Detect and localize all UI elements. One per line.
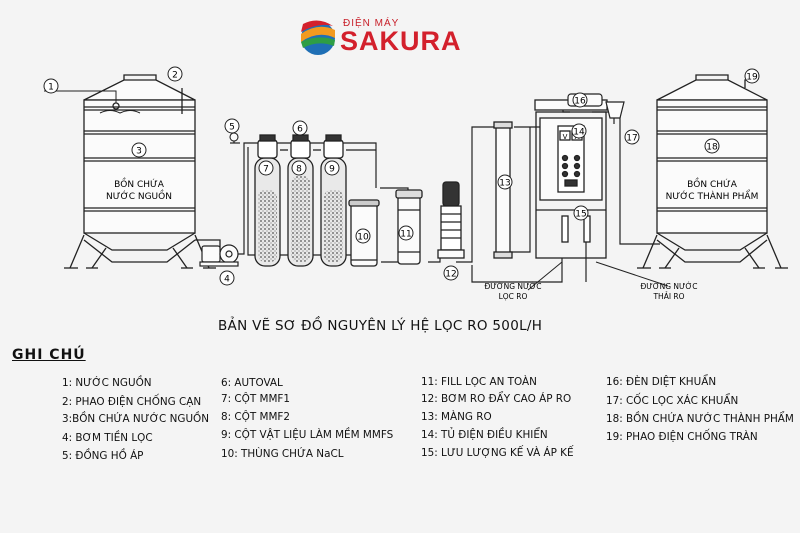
legend-item: 4: BƠM TIỀN LỌC bbox=[62, 432, 153, 444]
callout-7: 7 bbox=[258, 160, 274, 176]
callout-number: 8 bbox=[296, 165, 302, 175]
pressure-gauge-icon bbox=[229, 132, 239, 142]
legend-item: 6: AUTOVAL bbox=[221, 377, 283, 389]
callout-5: 5 bbox=[224, 118, 240, 134]
callout-number: 6 bbox=[297, 125, 303, 135]
callout-2: 2 bbox=[167, 66, 183, 82]
logo-globe-icon bbox=[301, 20, 335, 55]
callout-3: 3 bbox=[131, 142, 147, 158]
legend-item: 11: FILL LỌC AN TOÀN bbox=[421, 376, 537, 388]
callout-12: 12 bbox=[443, 265, 459, 281]
legend-item: 3:BỒN CHỨA NƯỚC NGUỒN bbox=[62, 413, 210, 425]
legend-item: 2: PHAO ĐIỆN CHỐNG CẠN bbox=[62, 396, 202, 408]
ro-membrane bbox=[493, 121, 513, 259]
source-water-tank bbox=[44, 74, 221, 269]
callout-number: 12 bbox=[445, 270, 456, 280]
callout-number: 17 bbox=[626, 134, 637, 144]
flow-label-waste-2: THẢI RO bbox=[652, 292, 684, 301]
brand-small-text: ĐIỆN MÁY bbox=[343, 18, 400, 29]
callout-number: 1 bbox=[48, 83, 54, 93]
diagram-title: BẢN VẼ SƠ ĐỒ NGUYÊN LÝ HỆ LỌC RO 500L/H bbox=[218, 318, 543, 334]
callout-16: 16 bbox=[572, 92, 588, 108]
legend-item: 1: NƯỚC NGUỒN bbox=[62, 377, 152, 389]
product-tank-label-line2: NƯỚC THÀNH PHẨM bbox=[666, 189, 759, 202]
callout-number: 19 bbox=[746, 73, 758, 83]
callout-number: 9 bbox=[329, 165, 335, 175]
callout-14: 14 bbox=[571, 123, 587, 139]
product-tank-label-line1: BỒN CHỨA bbox=[687, 177, 738, 190]
callout-9: 9 bbox=[324, 160, 340, 176]
callout-number: 11 bbox=[400, 230, 411, 240]
callout-13: 13 bbox=[497, 174, 513, 190]
legend-item: 13: MÀNG RO bbox=[421, 411, 492, 423]
callout-number: 4 bbox=[224, 275, 230, 285]
callout-number: 14 bbox=[573, 128, 585, 138]
callout-1: 1 bbox=[43, 78, 59, 94]
flow-leader-lines bbox=[527, 261, 669, 291]
callout-4: 4 bbox=[219, 270, 235, 286]
legend-item: 17: CỐC LỌC XÁC KHUẨN bbox=[606, 395, 739, 407]
callout-number: 18 bbox=[706, 143, 718, 153]
brand-name: SAKURA bbox=[340, 26, 462, 56]
legend-heading: GHI CHÚ bbox=[12, 347, 86, 363]
callout-number: 13 bbox=[499, 179, 510, 189]
callout-6: 6 bbox=[292, 120, 308, 136]
callout-10: 10 bbox=[355, 228, 371, 244]
legend-item: 15: LƯU LƯỢNG KẾ VÀ ÁP KẾ bbox=[421, 447, 574, 459]
legend-item: 5: ĐỒNG HỒ ÁP bbox=[62, 450, 144, 462]
callout-number: 7 bbox=[263, 165, 269, 175]
flow-label-waste-1: ĐƯỜNG NƯỚC bbox=[640, 282, 697, 291]
source-tank-label-line2: NƯỚC NGUỒN bbox=[106, 189, 172, 202]
callout-number: 3 bbox=[136, 147, 142, 157]
flow-label-filtered-1: ĐƯỜNG NƯỚC bbox=[484, 282, 541, 291]
callout-number: 15 bbox=[575, 210, 586, 220]
callout-18: 18 bbox=[704, 138, 720, 154]
prefilter-pump-icon bbox=[199, 244, 239, 267]
filter-columns bbox=[254, 134, 376, 267]
legend-item: 19: PHAO ĐIỆN CHỐNG TRÀN bbox=[606, 431, 758, 443]
bacteria-filter-cup bbox=[605, 101, 625, 119]
callout-8: 8 bbox=[291, 160, 307, 176]
callout-15: 15 bbox=[573, 205, 589, 221]
ro-high-pressure-pump bbox=[437, 181, 465, 259]
legend-item: 18: BỒN CHỨA NƯỚC THÀNH PHẨM bbox=[606, 413, 794, 425]
legend-item: 8: CỘT MMF2 bbox=[221, 411, 291, 423]
callout-19: 19 bbox=[744, 68, 760, 84]
callout-number: 16 bbox=[574, 97, 586, 107]
legend-item: 16: ĐÈN DIỆT KHUẨN bbox=[606, 376, 717, 388]
callout-number: 2 bbox=[172, 71, 178, 81]
legend-item: 7: CỘT MMF1 bbox=[221, 393, 291, 405]
legend-item: 9: CỘT VẬT LIỆU LÀM MỀM MMFS bbox=[221, 429, 394, 441]
legend-item: 12: BƠM RO ĐẨY CAO ÁP RO bbox=[421, 393, 572, 405]
callout-number: 5 bbox=[229, 123, 235, 133]
panel-meter-v: V bbox=[563, 133, 568, 141]
flow-label-filtered-2: LỌC RO bbox=[499, 292, 528, 301]
legend-item: 10: THÙNG CHỨA NaCL bbox=[221, 448, 344, 460]
legend-item: 14: TỦ ĐIỆN ĐIỀU KHIỂN bbox=[421, 429, 548, 441]
callout-number: 10 bbox=[357, 233, 369, 243]
control-panel-frame bbox=[534, 99, 608, 259]
callout-11: 11 bbox=[398, 225, 414, 241]
product-water-tank bbox=[637, 74, 788, 269]
source-tank-label-line1: BỒN CHỨA bbox=[114, 177, 165, 190]
callout-17: 17 bbox=[624, 129, 640, 145]
